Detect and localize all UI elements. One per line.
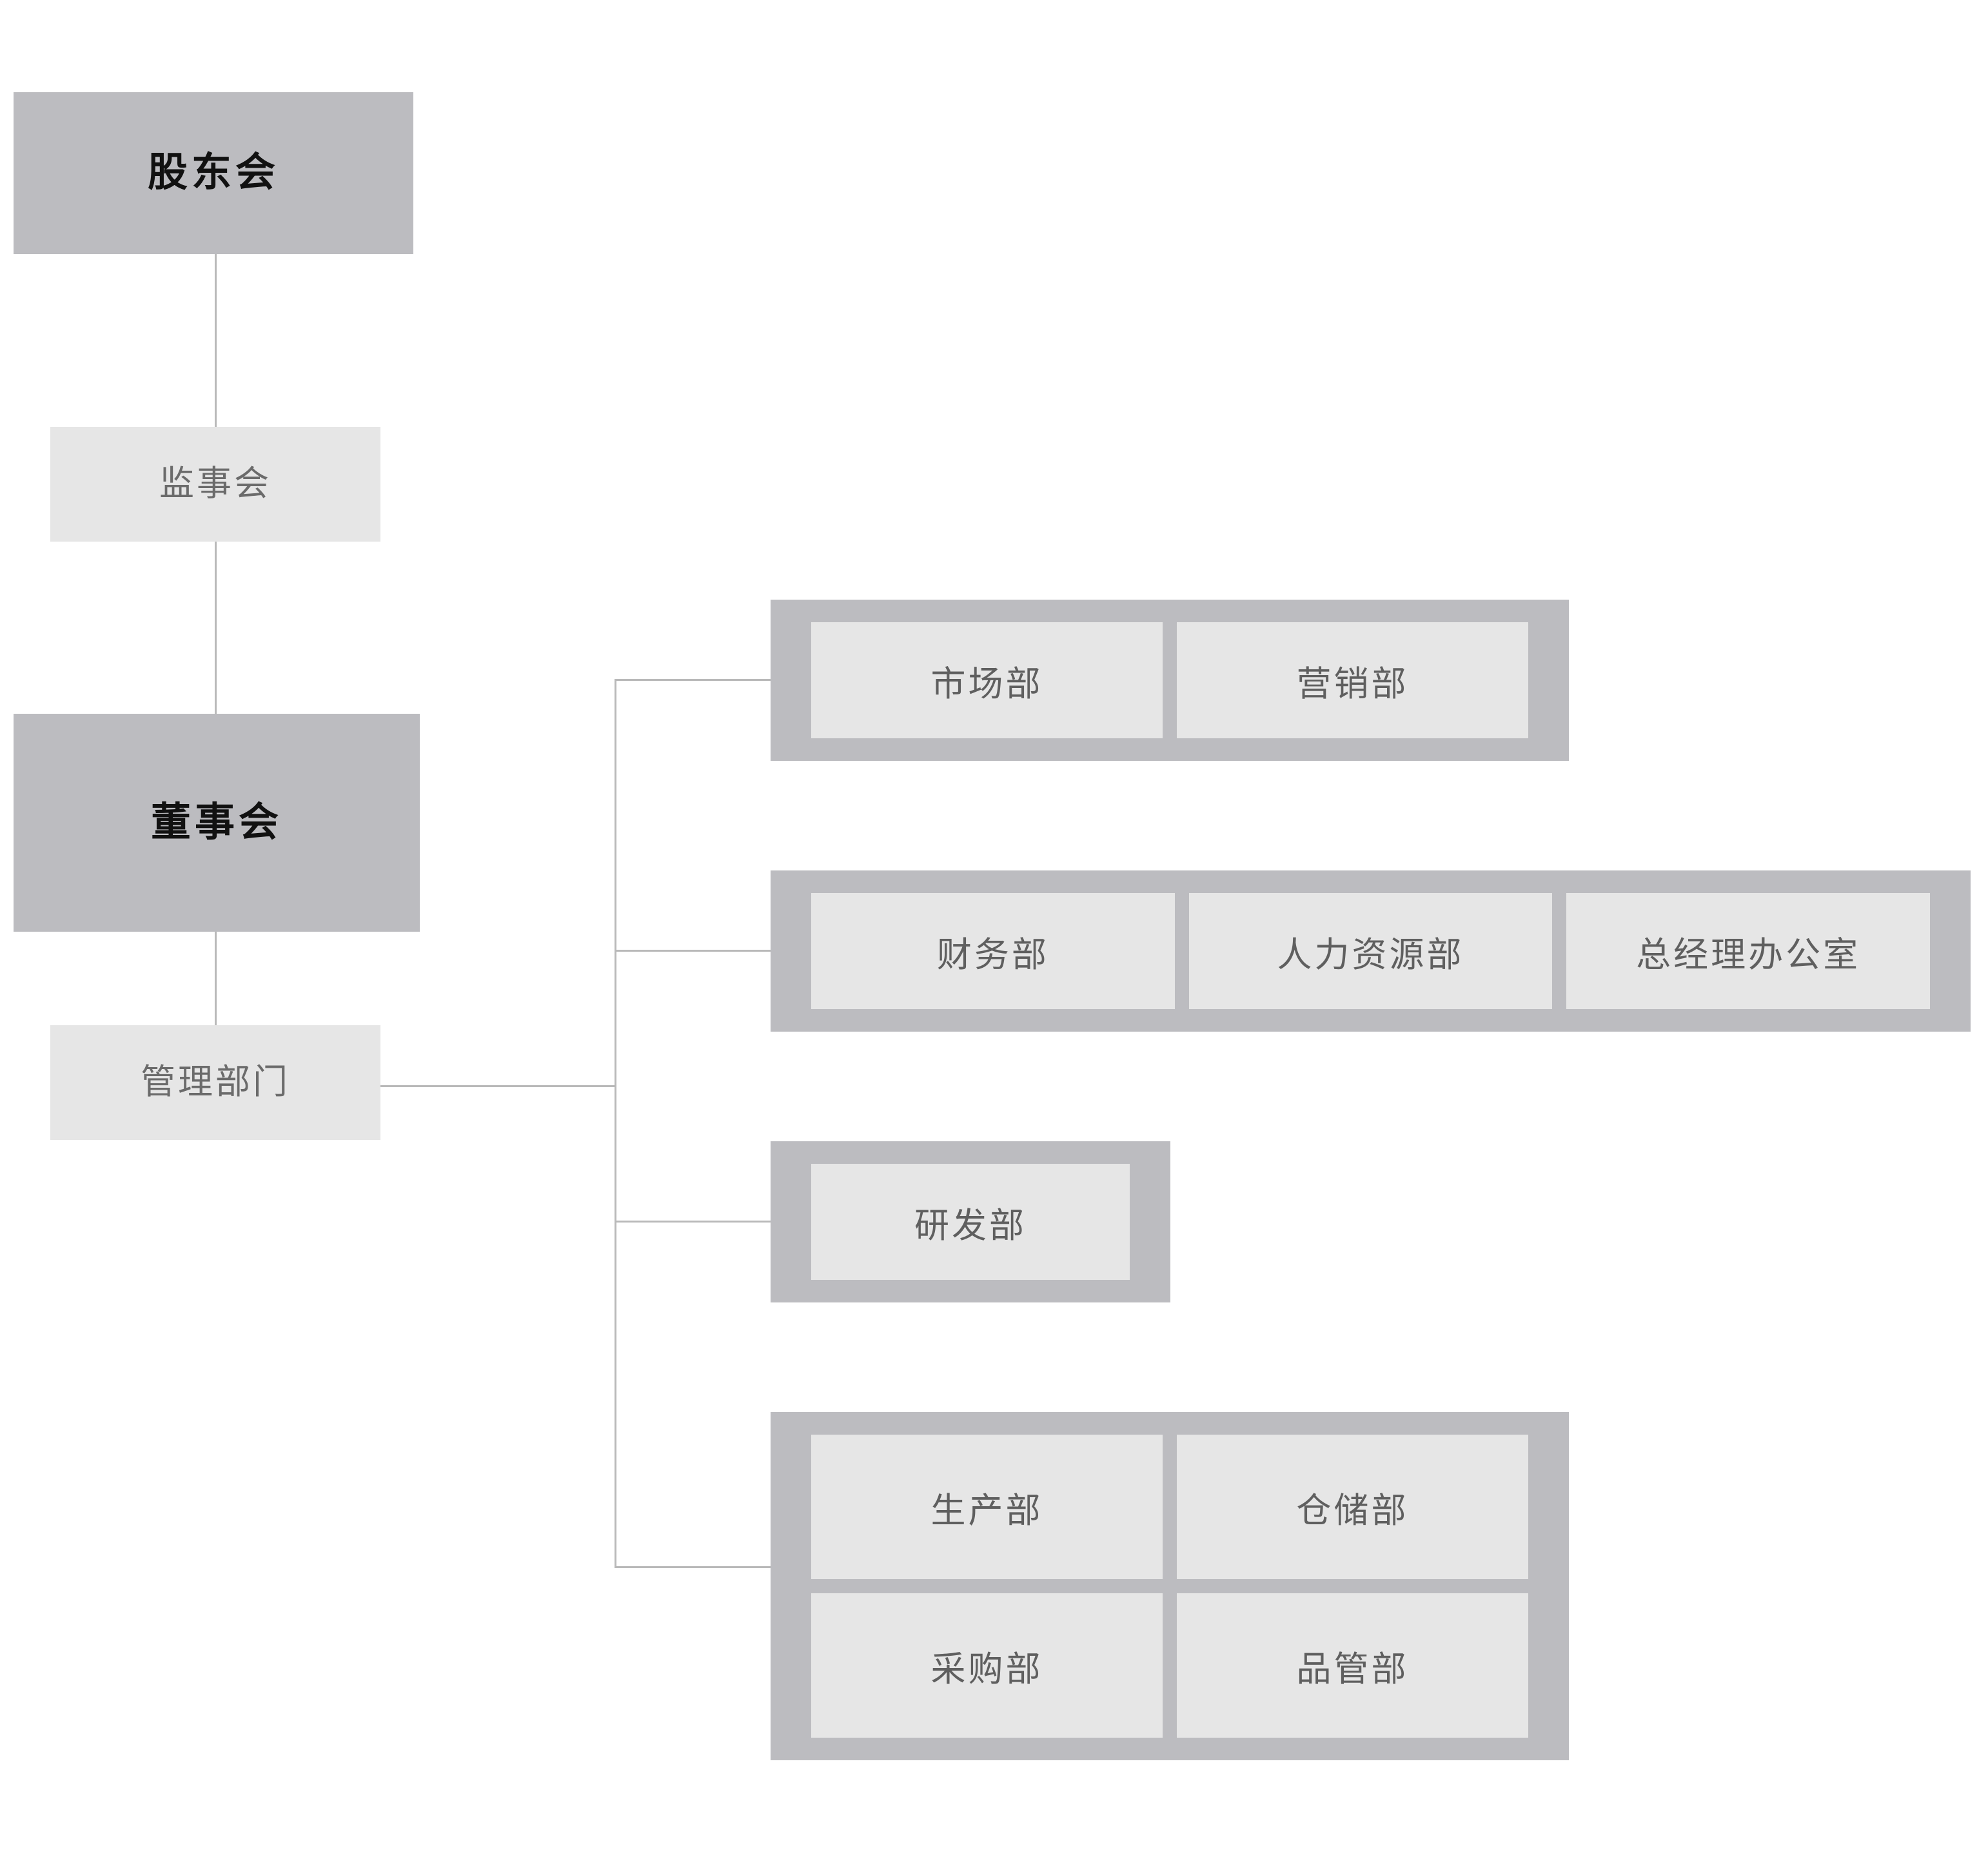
department-label: 财务部 [936,935,1049,974]
department-group-rnd: 研发部 [771,1141,1170,1302]
department-label: 人力资源部 [1277,935,1464,974]
node-management-departments[interactable]: 管理部门 [50,1025,380,1140]
department-label: 总经理办公室 [1636,935,1861,974]
connector-branch-rnd [615,1221,772,1223]
node-board-of-directors[interactable]: 董事会 [14,714,420,932]
node-board-of-supervisors[interactable]: 监事会 [50,427,380,542]
node-shareholders-meeting[interactable]: 股东会 [14,92,413,254]
department-label: 市场部 [930,664,1043,703]
department-cell[interactable]: 品管部 [1177,1593,1528,1738]
department-cell[interactable]: 生产部 [811,1435,1163,1579]
connector-branch-operations [615,1566,772,1568]
connector-trunk-vertical [615,679,616,1568]
department-cell[interactable]: 营销部 [1177,622,1528,738]
department-label: 研发部 [914,1206,1027,1245]
connector-branch-marketing [615,679,772,681]
department-label: 营销部 [1296,664,1409,703]
department-label: 采购部 [930,1649,1043,1689]
department-group-operations: 生产部 仓储部 采购部 品管部 [771,1412,1569,1760]
department-cell[interactable]: 财务部 [811,893,1175,1009]
department-group-marketing: 市场部 营销部 [771,600,1569,761]
department-cell[interactable]: 市场部 [811,622,1163,738]
node-board-of-directors-label: 董事会 [150,800,282,845]
connector-management-to-trunk [380,1085,616,1087]
node-shareholders-meeting-label: 股东会 [147,150,279,195]
department-label: 品管部 [1296,1649,1409,1689]
department-cell[interactable]: 人力资源部 [1188,893,1553,1009]
department-group-admin: 财务部 人力资源部 总经理办公室 [771,870,1971,1032]
department-label: 仓储部 [1296,1491,1409,1530]
department-cell[interactable]: 仓储部 [1177,1435,1528,1579]
connector-supervisors-to-board [215,542,217,714]
node-board-of-supervisors-label: 监事会 [159,464,271,504]
department-label: 生产部 [930,1491,1043,1530]
department-cell[interactable]: 研发部 [811,1164,1130,1280]
department-cell[interactable]: 采购部 [811,1593,1163,1738]
connector-shareholders-to-supervisors [215,254,217,427]
node-management-departments-label: 管理部门 [141,1063,290,1102]
department-cell[interactable]: 总经理办公室 [1566,893,1930,1009]
connector-branch-admin [615,950,772,952]
connector-board-to-management [215,932,217,1025]
